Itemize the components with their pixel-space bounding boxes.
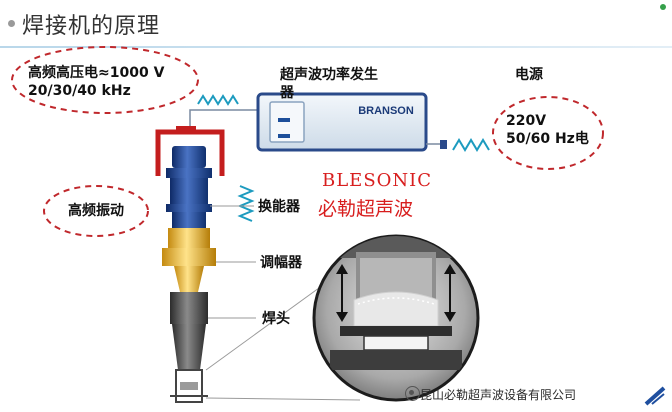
zoom-leader-bottom <box>205 397 361 401</box>
signal-wave-icon <box>197 94 239 106</box>
zoom-leader-top <box>205 279 331 371</box>
welding-stack <box>155 126 225 403</box>
corner-dot-icon <box>660 4 666 10</box>
vibration-wave-icon <box>237 185 255 222</box>
frequency-text: 20/30/40 kHz <box>28 83 131 99</box>
title-bullet <box>8 20 15 27</box>
wechat-icon <box>405 386 420 401</box>
slide-title: 焊接机的原理 <box>22 14 161 39</box>
vibration-ellipse <box>43 185 149 237</box>
watermark-latin: BLESONIC <box>322 170 433 191</box>
power-wave-icon <box>452 138 490 152</box>
signal-cable <box>189 109 258 130</box>
hf-vibration-label: 高频振动 <box>68 203 124 219</box>
power-plug <box>440 140 447 149</box>
high-voltage-ellipse <box>11 46 199 114</box>
ultrasonic-generator <box>256 92 428 152</box>
watermark-chinese: 必勒超声波 <box>318 198 414 220</box>
generator-text-line1: 超声波功率发生 <box>280 67 378 83</box>
high-voltage-label: 高频高压电≈1000 V 20/30/40 kHz <box>28 64 164 100</box>
power-ellipse <box>492 96 604 170</box>
generator-brand: BRANSON <box>358 105 414 117</box>
zoom-detail <box>312 234 480 402</box>
company-logo-icon <box>644 384 666 406</box>
power-title: 电源 <box>515 67 543 83</box>
power-voltage-text: 220V <box>506 113 547 129</box>
title-divider <box>0 46 672 48</box>
power-label: 220V 50/60 Hz电 <box>506 112 589 148</box>
horn-label: 焊头 <box>262 311 290 327</box>
high-voltage-text: 高频高压电≈1000 V <box>28 65 165 81</box>
power-frequency-text: 50/60 Hz电 <box>506 131 589 147</box>
generator-label: 超声波功率发生 器 <box>280 66 378 102</box>
booster-label: 调幅器 <box>260 255 302 271</box>
footer-company: 昆山必勒超声波设备有限公司 <box>420 388 577 402</box>
transducer-label: 换能器 <box>258 199 300 215</box>
generator-text-line2: 器 <box>280 85 294 101</box>
